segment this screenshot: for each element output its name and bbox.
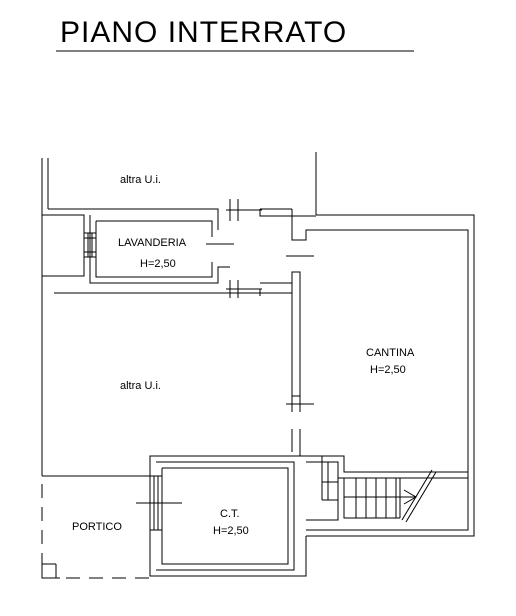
room-label-cantina: CANTINA (366, 347, 415, 359)
walls (41, 152, 475, 579)
room-label-altra-top: altra U.i. (120, 174, 161, 186)
room-label-lavanderia: LAVANDERIA (118, 237, 187, 249)
room-height-ct: H=2,50 (213, 525, 249, 537)
room-label-altra-mid: altra U.i. (120, 380, 161, 392)
room-label-ct: C.T. (220, 508, 240, 520)
room-label-portico: PORTICO (72, 521, 122, 533)
page-title: PIANO INTERRATO (60, 16, 347, 49)
room-height-lavanderia: H=2,50 (140, 258, 176, 270)
room-labels: altra U.i. LAVANDERIA H=2,50 CANTINA H=2… (72, 174, 415, 537)
room-height-cantina: H=2,50 (370, 364, 406, 376)
